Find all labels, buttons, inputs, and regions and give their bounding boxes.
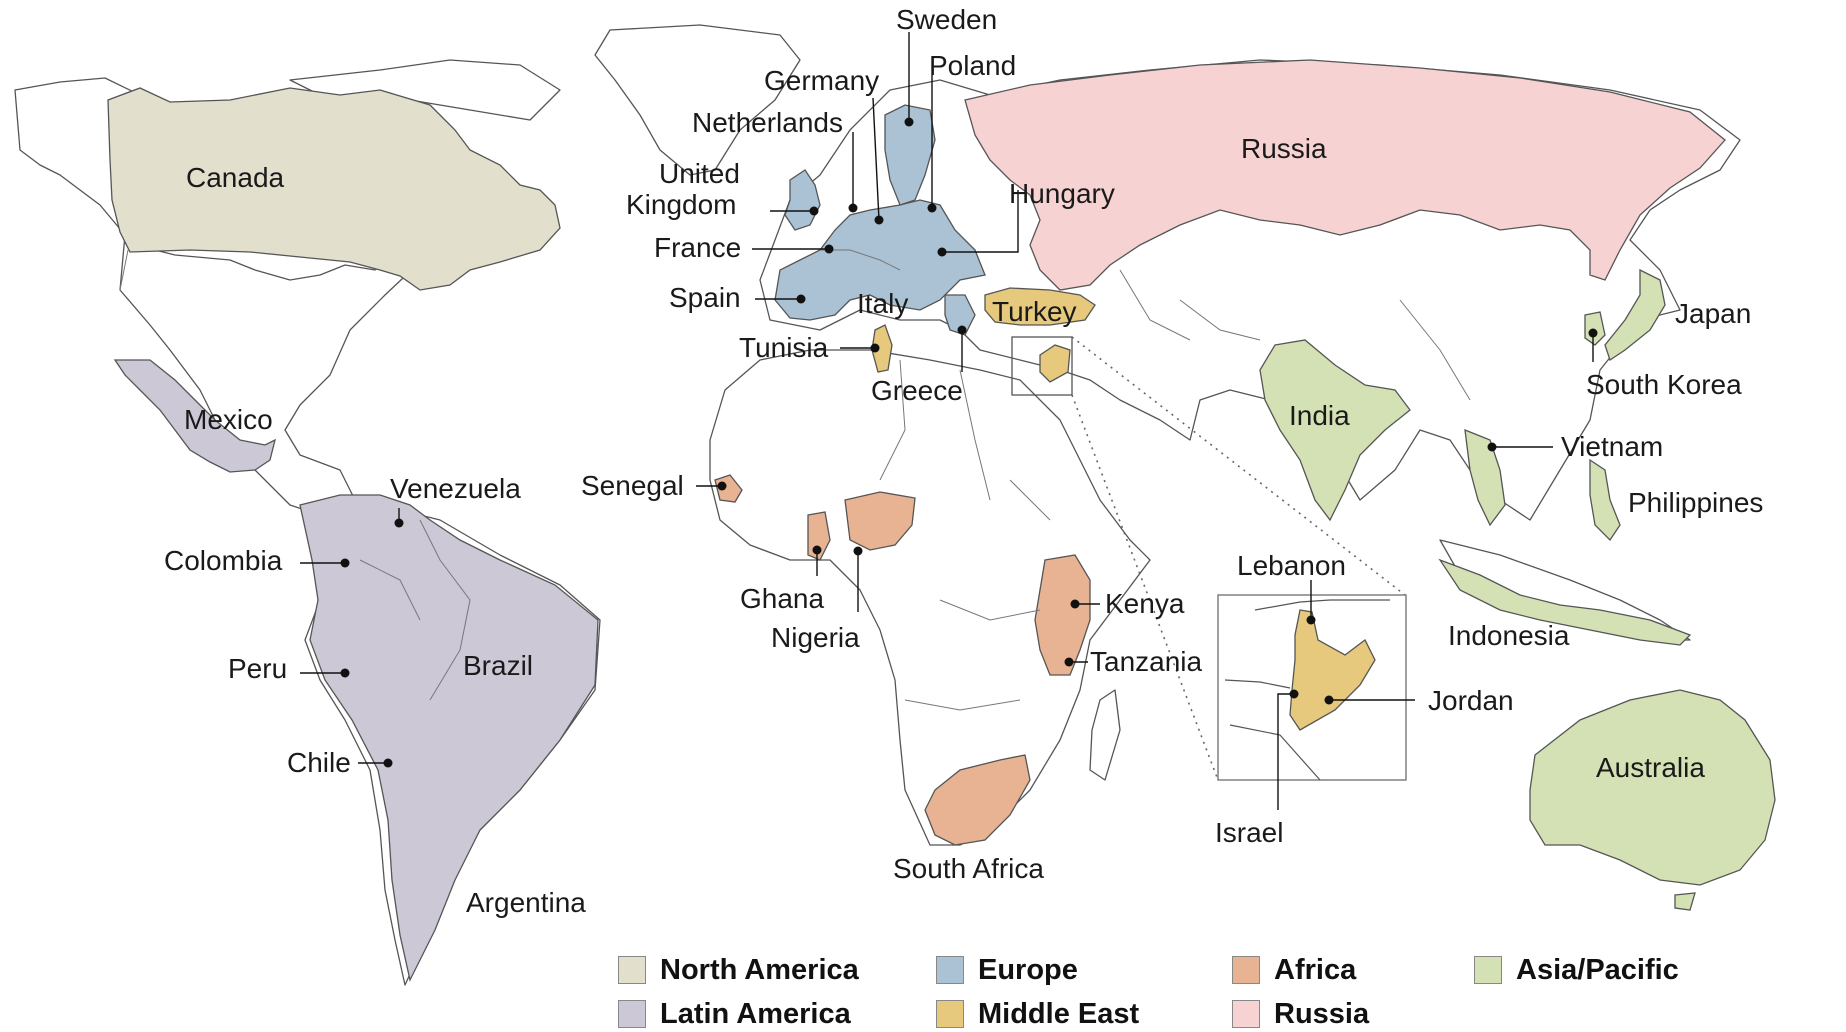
label-russia: Russia <box>1241 133 1327 164</box>
country-tasmania <box>1674 892 1696 911</box>
legend-swatch-asia-pacific <box>1474 956 1502 984</box>
legend-label-russia: Russia <box>1274 997 1370 1030</box>
legend-swatch-middle-east <box>936 1000 964 1028</box>
leader-lines <box>300 32 1594 810</box>
legend-label-asia-pacific: Asia/Pacific <box>1516 953 1679 986</box>
label-uk-line1: United <box>659 158 740 189</box>
country-canada <box>107 87 561 291</box>
country-greece <box>944 294 976 336</box>
legend-label-middle-east: Middle East <box>978 997 1140 1030</box>
country-indonesia <box>1438 558 1692 646</box>
legend-swatch-russia <box>1232 1000 1260 1028</box>
inset-coast <box>1224 599 1390 781</box>
label-uk-line2: Kingdom <box>626 189 737 220</box>
country-russia <box>964 59 1726 291</box>
legend-swatch-north-america <box>618 956 646 984</box>
label-nigeria: Nigeria <box>771 622 860 653</box>
country-nigeria <box>844 491 916 551</box>
legend-item-latin-america: Latin America <box>618 996 851 1032</box>
label-peru: Peru <box>228 653 287 684</box>
label-senegal: Senegal <box>581 470 684 501</box>
label-philippines: Philippines <box>1628 487 1763 518</box>
label-indonesia: Indonesia <box>1448 620 1570 651</box>
country-philippines <box>1589 458 1621 542</box>
country-south-korea <box>1584 311 1606 346</box>
label-lebanon: Lebanon <box>1237 550 1346 581</box>
legend-item-africa: Africa <box>1232 952 1356 988</box>
label-hungary: Hungary <box>1009 178 1115 209</box>
label-spain: Spain <box>669 282 741 313</box>
label-india: India <box>1289 400 1350 431</box>
location-dots <box>340 117 1598 768</box>
label-netherlands: Netherlands <box>692 107 843 138</box>
label-vietnam: Vietnam <box>1561 431 1663 462</box>
label-colombia: Colombia <box>164 545 283 576</box>
country-australia <box>1529 689 1776 886</box>
country-japan <box>1604 268 1666 362</box>
middle-east-inset <box>1011 336 1407 781</box>
country-turkey <box>984 287 1096 326</box>
country-sweden <box>884 104 936 206</box>
label-south-korea: South Korea <box>1586 369 1742 400</box>
land-africa <box>709 349 1151 846</box>
inset-locator-box <box>1011 336 1073 396</box>
legend-label-latin-america: Latin America <box>660 997 851 1030</box>
label-kenya: Kenya <box>1105 588 1185 619</box>
label-greece: Greece <box>871 375 963 406</box>
label-ghana: Ghana <box>740 583 824 614</box>
country-levant-small <box>1039 344 1071 383</box>
label-venezuela: Venezuela <box>390 473 521 504</box>
label-tanzania: Tanzania <box>1090 646 1203 677</box>
legend-label-europe: Europe <box>978 953 1078 986</box>
legend-label-africa: Africa <box>1274 953 1357 986</box>
label-poland: Poland <box>929 50 1016 81</box>
legend-item-europe: Europe <box>936 952 1078 988</box>
land-madagascar <box>1089 689 1121 781</box>
label-south-africa: South Africa <box>893 853 1044 884</box>
country-south-africa <box>924 754 1031 846</box>
legend-swatch-europe <box>936 956 964 984</box>
region-legend: North America Latin America Europe Middl… <box>618 952 1718 1032</box>
internal-borders <box>119 249 1471 711</box>
label-japan: Japan <box>1675 298 1751 329</box>
inset-jordan-israel <box>1289 609 1376 731</box>
legend-label-north-america: North America <box>660 953 859 986</box>
label-mexico: Mexico <box>184 404 273 435</box>
label-israel: Israel <box>1215 817 1283 848</box>
legend-swatch-africa <box>1232 956 1260 984</box>
label-chile: Chile <box>287 747 351 778</box>
label-france: France <box>654 232 741 263</box>
label-tunisia: Tunisia <box>739 332 829 363</box>
label-jordan: Jordan <box>1428 685 1514 716</box>
label-brazil: Brazil <box>463 650 533 681</box>
legend-item-russia: Russia <box>1232 996 1369 1032</box>
legend-swatch-latin-america <box>618 1000 646 1028</box>
country-kenya-tanzania <box>1034 554 1091 676</box>
country-mexico <box>113 359 276 473</box>
legend-item-asia-pacific: Asia/Pacific <box>1474 952 1679 988</box>
label-canada: Canada <box>186 162 285 193</box>
label-sweden: Sweden <box>896 4 997 35</box>
label-argentina: Argentina <box>466 887 586 918</box>
land-greenland <box>594 24 801 176</box>
label-australia: Australia <box>1596 752 1705 783</box>
label-germany: Germany <box>764 65 879 96</box>
country-uk <box>784 169 821 231</box>
country-india <box>1259 339 1411 522</box>
country-latin-america-south <box>299 494 599 982</box>
legend-item-north-america: North America <box>618 952 859 988</box>
legend-item-middle-east: Middle East <box>936 996 1139 1032</box>
country-labels: Canada Mexico Venezuela Colombia Peru Br… <box>164 4 1763 918</box>
label-italy: Italy <box>857 288 908 319</box>
label-turkey: Turkey <box>992 296 1077 327</box>
highlighted-countries <box>107 59 1776 982</box>
